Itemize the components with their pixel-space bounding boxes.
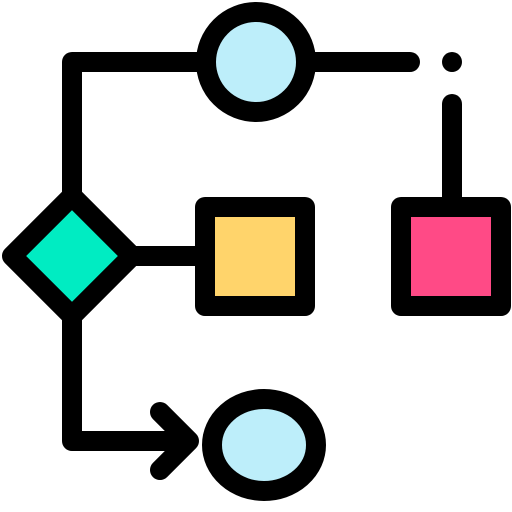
connector-top-left [62,52,215,205]
connector-dot [442,52,462,72]
process-square-shape [195,197,315,316]
end-ellipse-shape [202,389,326,501]
connector-bottom [62,305,195,451]
decision-diamond-shape [2,186,142,326]
start-circle-shape [196,2,316,122]
terminal-square-shape [391,197,511,316]
arrow-head [150,402,199,480]
